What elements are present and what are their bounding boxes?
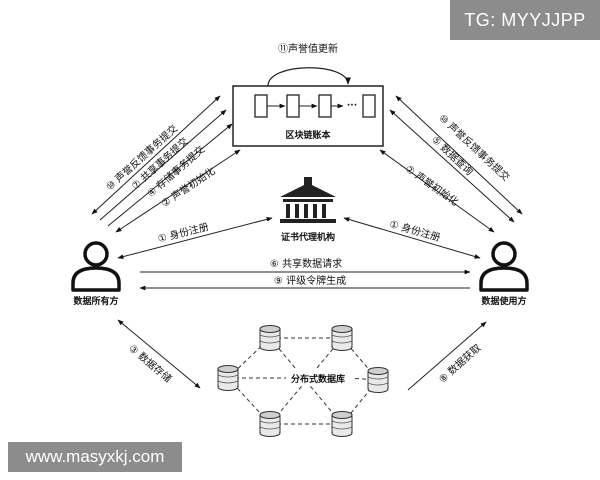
share-request-label: ⑥ 共享数据请求 <box>270 257 342 270</box>
database-label: 分布式数据库 <box>291 373 345 385</box>
owner-register-arrow <box>117 217 273 259</box>
data-get-arrow <box>407 321 487 391</box>
url-watermark: www.masyxkj.com <box>8 442 182 472</box>
tg-watermark: TG: MYYJJPP <box>450 0 600 40</box>
data-store-arrow <box>117 319 201 389</box>
database-node-icon <box>217 365 239 391</box>
database-node-icon <box>367 367 389 393</box>
database-node-icon <box>259 411 281 437</box>
user-label: 数据使用方 <box>481 295 526 307</box>
building-icon <box>280 177 336 223</box>
user-register-label: ① 身份注册 <box>388 217 442 244</box>
owner-blockchain-arrows <box>91 95 241 233</box>
database-node-icon <box>331 411 353 437</box>
owner-person-icon <box>71 241 121 292</box>
token-generate-label: ⑨ 评级令牌生成 <box>274 274 346 287</box>
blockchain-ledger: ··· 区块链账本 <box>232 85 384 147</box>
blockchain-ellipsis: ··· <box>347 101 357 111</box>
reputation-update-label: ⑪声誉值更新 <box>278 42 338 55</box>
user-init-label: ② 声誉初始化 <box>403 162 461 208</box>
user-blockchain-arrows <box>379 95 523 233</box>
user-register-arrow <box>343 217 481 259</box>
data-get-label: ⑧ 数据获取 <box>436 341 483 386</box>
database-node-icon <box>331 325 353 351</box>
database-network: 分布式数据库 <box>217 325 389 437</box>
user-person-icon <box>479 241 529 292</box>
reputation-update-arrow <box>267 67 351 87</box>
database-node-icon <box>259 325 281 351</box>
blockchain-label: 区块链账本 <box>285 129 331 141</box>
owner-label: 数据所有方 <box>73 295 118 307</box>
authority-label: 证书代理机构 <box>281 231 335 243</box>
data-store-label: ③ 数据存储 <box>126 342 174 385</box>
